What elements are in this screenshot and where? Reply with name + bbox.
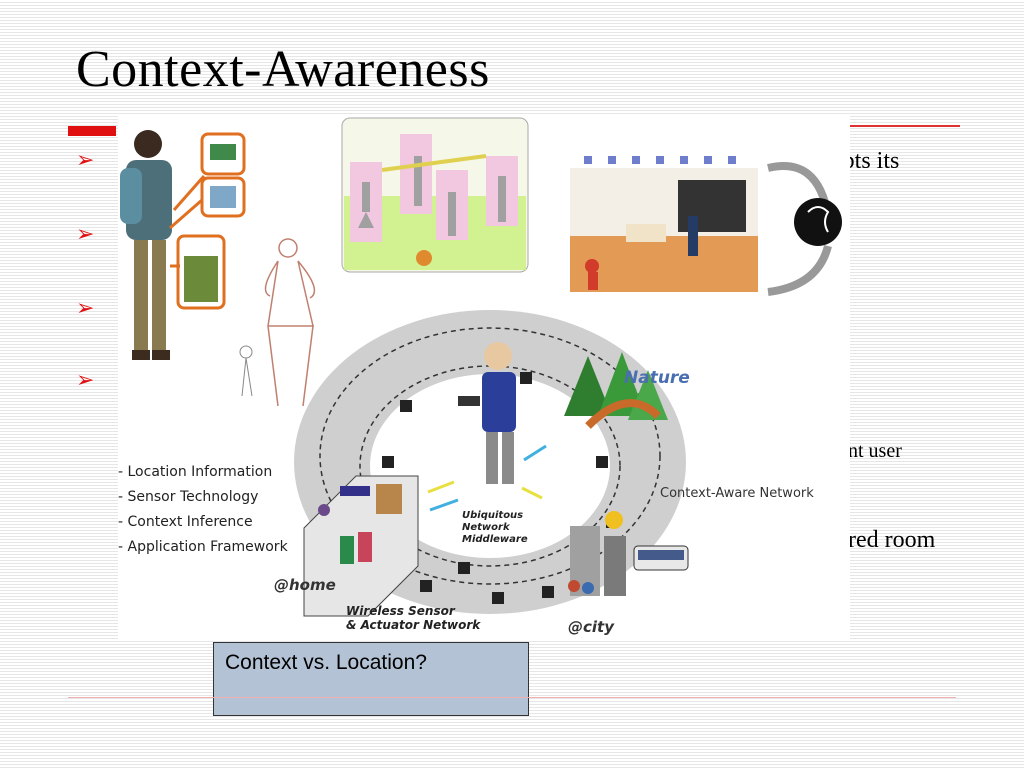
list-item: - Sensor Technology xyxy=(118,489,259,505)
bullet-text-fragment: red room xyxy=(848,527,936,553)
list-item: - Application Framework xyxy=(118,539,288,555)
wsan-label: Wireless Sensor & Actuator Network xyxy=(346,604,481,632)
home-scene xyxy=(303,475,419,617)
network-label: Context-Aware Network xyxy=(660,486,814,501)
middleware-label: Ubiquitous Network Middleware xyxy=(462,510,528,545)
city-label: @city xyxy=(568,618,614,636)
callout-box: Context vs. Location? xyxy=(213,642,529,716)
smart-room xyxy=(570,156,842,296)
center-person xyxy=(458,342,516,484)
bullet-text-fragment: nt user xyxy=(848,440,902,462)
bullet-icon: ➢ xyxy=(76,148,95,173)
bullet-icon: ➢ xyxy=(76,296,95,321)
person-with-backpack xyxy=(120,130,172,360)
device-callouts xyxy=(169,132,246,310)
bullet-icon: ➢ xyxy=(76,222,95,247)
figure-illustration xyxy=(120,117,842,617)
small-sketch xyxy=(239,345,253,397)
callout-text: Context vs. Location? xyxy=(225,651,427,674)
nature-label: Nature xyxy=(624,368,690,388)
context-aware-figure: - Location Information - Sensor Technolo… xyxy=(118,116,850,640)
title-accent-bar xyxy=(68,126,116,136)
footer-rule xyxy=(68,697,956,698)
middleware-arrows xyxy=(427,444,547,512)
city-scene xyxy=(568,511,689,596)
bullet-icon: ➢ xyxy=(76,368,95,393)
list-item: - Location Information xyxy=(118,464,273,480)
list-item: - Context Inference xyxy=(118,514,253,530)
slide-title: Context-Awareness xyxy=(76,41,490,98)
sketch-figure xyxy=(264,238,316,407)
home-label: @home xyxy=(274,576,336,594)
context-cylinders xyxy=(341,117,529,273)
title-underline xyxy=(850,125,960,127)
nature-scene xyxy=(564,352,668,429)
context-topic-list: - Location Information - Sensor Technolo… xyxy=(118,460,288,560)
